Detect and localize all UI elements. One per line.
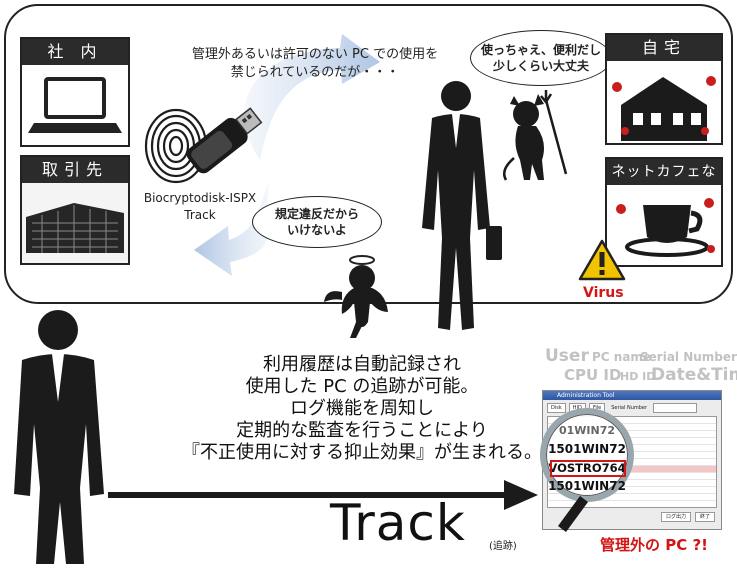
devil-line-1: 使っちゃえ、便利だし — [480, 43, 601, 57]
devil-line-2: 少しくらい大丈夫 — [492, 59, 589, 73]
panel-client: 取引先 — [20, 155, 130, 265]
virus-label: Virus — [583, 285, 624, 301]
admin-log-output-button[interactable]: ログ出力 — [660, 512, 691, 522]
main-line-4: 定期的な監査を行うことにより — [236, 420, 488, 441]
table-row — [548, 417, 716, 424]
panel-home: 自宅 — [605, 33, 723, 145]
lens-highlight — [550, 460, 626, 477]
field-hd-id: HD ID — [620, 370, 656, 383]
panel-office-title: 社 内 — [22, 39, 128, 65]
admin-titlebar: Administration Tool — [543, 391, 721, 400]
unmanaged-pc-warning: 管理外の PC ?! — [600, 536, 708, 554]
warning-icon — [578, 239, 626, 281]
house-icon — [612, 76, 716, 141]
notice-caption: 管理外あるいは許可のない PC での使用を 禁じられているのだが・・・ — [165, 46, 465, 82]
admin-serial-label: Serial Number — [611, 405, 648, 411]
table-row — [548, 424, 716, 431]
main-line-5: 『不正使用に対する抑止効果』が生まれる。 — [182, 442, 542, 463]
field-cpu-id: CPU ID — [564, 366, 622, 384]
devil-speech-bubble: 使っちゃえ、便利だし 少しくらい大丈夫 — [470, 30, 612, 86]
table-row — [548, 473, 716, 480]
table-row — [548, 494, 716, 501]
track-subtitle: (追跡) — [489, 541, 517, 552]
table-row-selected — [548, 466, 716, 473]
table-row — [548, 487, 716, 494]
panel-client-title: 取引先 — [22, 157, 128, 183]
businessman-standing-icon — [14, 310, 104, 564]
device-caption: Biocryptodisk-ISPX Track — [130, 190, 270, 224]
panel-netcafe: ネットカフェなど — [605, 157, 723, 267]
main-explanation: 利用履歴は自動記録され 使用した PC の追跡が可能。 ログ機能を周知し 定期的… — [182, 354, 542, 464]
admin-footer: ログ出力 終了 — [543, 508, 721, 526]
main-line-2: 使用した PC の追跡が可能。 — [245, 376, 479, 397]
fingerprint-usb-icon — [144, 107, 263, 184]
field-pc-name: PC name — [592, 350, 652, 364]
main-line-3: ログ機能を周知し — [290, 398, 434, 419]
angel-speech-bubble: 規定違反だから いけないよ — [252, 196, 382, 248]
admin-exit-button[interactable]: 終了 — [694, 512, 715, 522]
panel-home-title: 自宅 — [607, 35, 721, 61]
magnifier-lens: 01WIN72 1501WIN72 VOSTRO764 1501WIN72 — [540, 408, 634, 502]
field-serial-number: Serial Number — [640, 350, 737, 364]
track-arrow — [108, 480, 538, 510]
office-building-icon — [22, 183, 128, 263]
devil-icon — [503, 90, 568, 181]
table-row — [548, 480, 716, 487]
field-date-time: Date&Time — [651, 365, 737, 385]
main-line-1: 利用履歴は自動記録され — [263, 354, 461, 375]
flow-arrows — [194, 34, 380, 276]
angel-icon — [324, 255, 388, 338]
device-name: Biocryptodisk-ISPX — [143, 191, 257, 205]
lens-row-2: 1501WIN72 — [548, 442, 626, 456]
panel-netcafe-title: ネットカフェなど — [607, 159, 721, 206]
admin-serial-field[interactable] — [653, 403, 698, 413]
device-mode: Track — [184, 208, 216, 222]
track-title: Track — [330, 494, 466, 552]
lens-row-1: 01WIN72 — [558, 424, 616, 437]
magnifier-handle-icon — [558, 496, 588, 532]
businessman-walking-icon — [422, 81, 502, 330]
notice-line-1: 管理外あるいは許可のない PC での使用を — [191, 47, 439, 62]
field-user: User — [545, 346, 589, 366]
arrow-upper — [244, 34, 380, 160]
coffee-cup-icon — [616, 198, 715, 257]
laptop-icon — [28, 77, 122, 133]
angel-line-2: いけないよ — [287, 223, 347, 237]
arrow-lower — [194, 180, 270, 276]
angel-line-1: 規定違反だから — [274, 207, 359, 221]
lens-row-4: 1501WIN72 — [548, 479, 626, 493]
notice-line-2: 禁じられているのだが・・・ — [230, 65, 400, 80]
admin-btn-disk[interactable]: Disk — [547, 403, 566, 413]
panel-office: 社 内 — [20, 37, 130, 147]
table-row — [548, 431, 716, 438]
lens-row-3: VOSTRO764 — [548, 461, 626, 475]
